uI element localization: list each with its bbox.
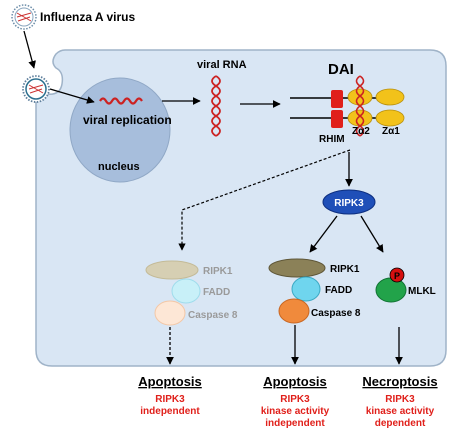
outcome-line: dependent: [375, 418, 426, 429]
left-caspase8-label: Caspase 8: [188, 310, 238, 321]
virus-to-nucleus-arrow: [49, 88, 95, 104]
ripk3-node: [322, 189, 376, 215]
phospho-label: P: [394, 271, 400, 281]
dai-to-left-dashed-arrow: [178, 149, 351, 251]
virus-label: Influenza A virus: [40, 10, 135, 24]
viral-rna-helix-icon: [211, 75, 221, 137]
mid-caspase8-label: Caspase 8: [311, 308, 361, 319]
za2-label: Zα2: [352, 126, 370, 137]
outcome-title: Apoptosis: [138, 374, 202, 389]
outcome-line: kinase activity: [261, 406, 330, 417]
mlkl-label: MLKL: [408, 286, 436, 297]
outcome-middle: Apoptosis RIPK3 kinase activity independ…: [261, 374, 330, 429]
outcome-line: independent: [140, 406, 200, 417]
ripk3-label: RIPK3: [334, 198, 364, 209]
za1-domain-top: [375, 88, 405, 106]
left-fadd-shape: [171, 278, 201, 304]
dai-complex: [290, 75, 405, 137]
mid-caspase8-shape: [278, 298, 310, 324]
replication-rna-icon: [99, 97, 143, 105]
outcome-title: Apoptosis: [263, 374, 327, 389]
entering-virus-icon: [22, 75, 50, 103]
mid-ripk1-label: RIPK1: [330, 264, 360, 275]
za2-domain-bottom: [347, 109, 373, 127]
dai-label: DAI: [328, 61, 354, 78]
phospho-icon: [389, 267, 405, 283]
outcome-line: independent: [265, 418, 325, 429]
viral-rna-label: viral RNA: [197, 59, 247, 71]
outcome-title: Necroptosis: [362, 374, 437, 389]
virus-icon: [11, 4, 37, 30]
ripk3-to-right-arrow: [360, 215, 384, 253]
mid-fadd-shape: [291, 276, 321, 302]
outcome-line: RIPK3: [385, 394, 415, 405]
outcome-left: Apoptosis RIPK3 independent: [138, 374, 202, 417]
virus-entry-arrow: [23, 30, 36, 69]
mlkl-shape: [375, 277, 407, 303]
rhim-domain-top: [331, 90, 343, 108]
outcome-line: kinase activity: [366, 406, 435, 417]
left-ripk1-label: RIPK1: [203, 266, 233, 277]
dai-bound-rna-icon: [355, 75, 365, 137]
za2-domain-top: [347, 88, 373, 106]
outcome-line: RIPK3: [280, 394, 310, 405]
left-ripk1-shape: [145, 260, 199, 280]
za1-label: Zα1: [382, 126, 400, 137]
viral-replication-label: viral replication: [83, 113, 172, 127]
rhim-label: RHIM: [319, 134, 345, 145]
left-caspase8-shape: [154, 300, 186, 326]
mid-fadd-label: FADD: [325, 285, 352, 296]
rhim-domain-bottom: [331, 110, 343, 128]
outcome-right: Necroptosis RIPK3 kinase activity depend…: [362, 374, 437, 429]
outcome-line: RIPK3: [155, 394, 185, 405]
za1-domain-bottom: [375, 109, 405, 127]
nucleus-label: nucleus: [98, 161, 140, 173]
mid-ripk1-shape: [268, 258, 326, 278]
nucleus: [69, 77, 171, 183]
ripk3-to-mid-arrow: [309, 215, 338, 253]
left-fadd-label: FADD: [203, 287, 230, 298]
